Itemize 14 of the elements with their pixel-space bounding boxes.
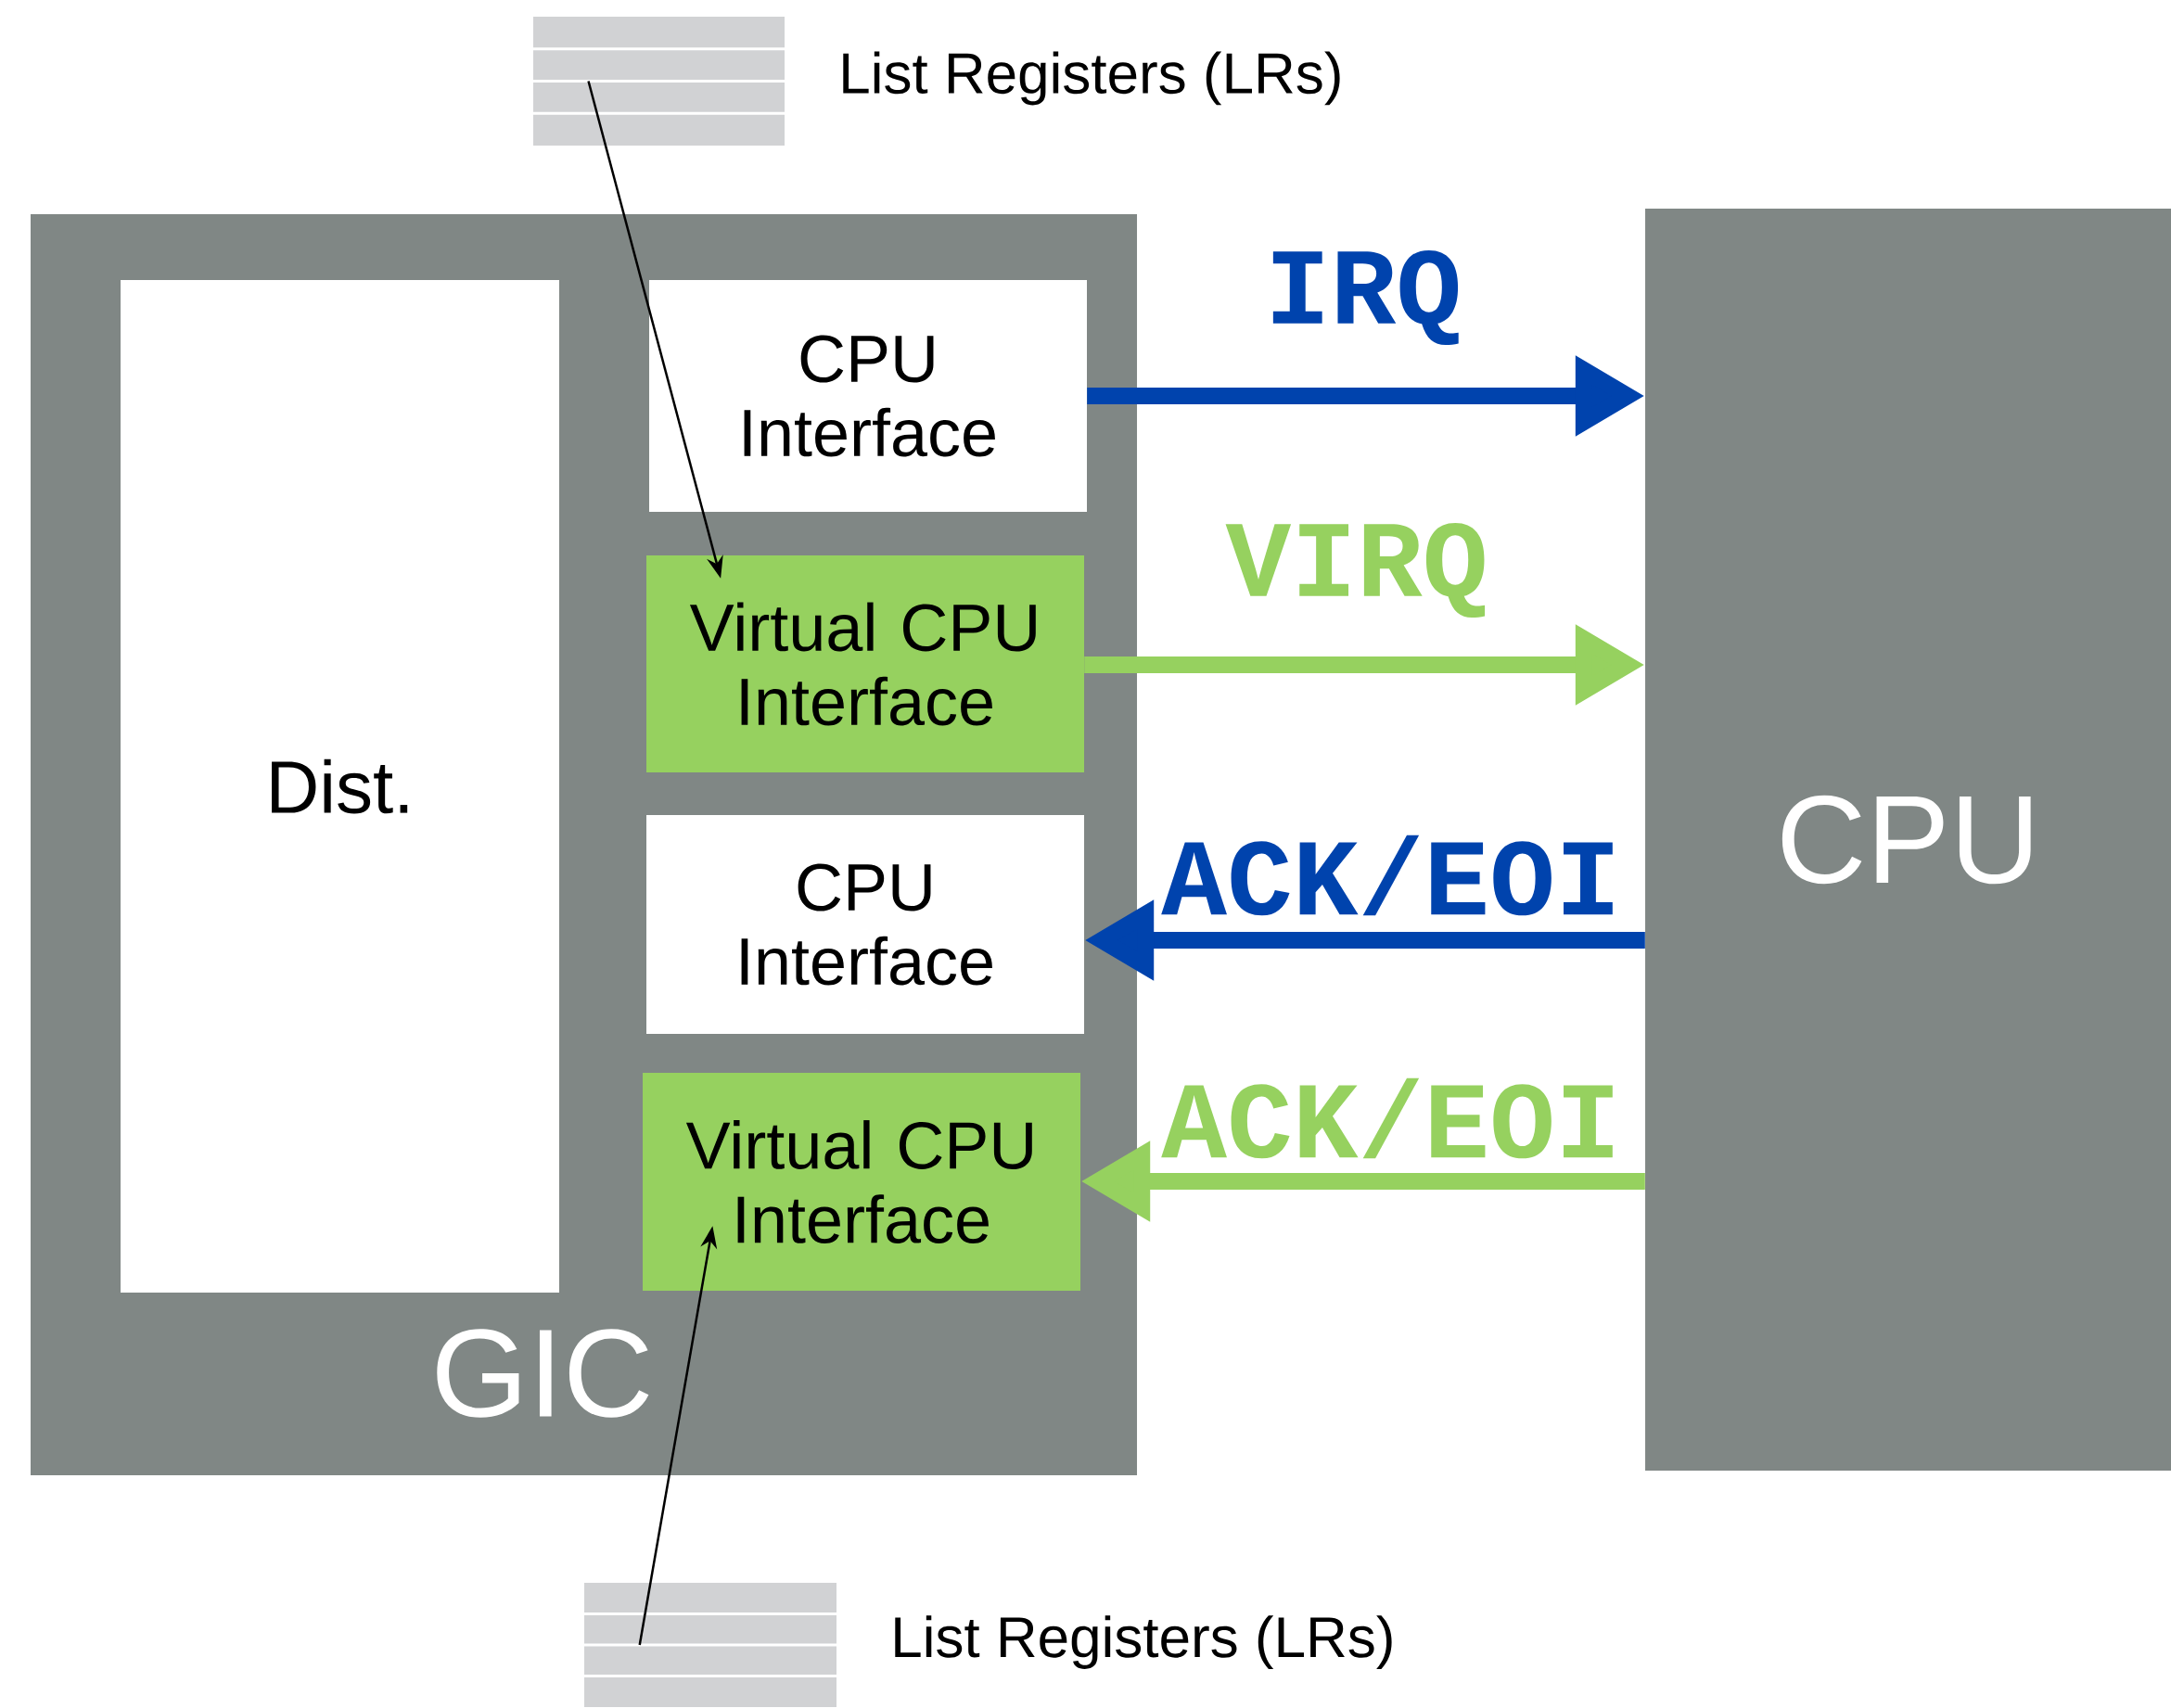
register-stack [584,1583,836,1707]
edge-label: IRQ [1261,247,1465,349]
interface-box: Virtual CPU Interface [643,1073,1080,1291]
register-stack [533,17,785,146]
edge-label: VIRQ [1222,519,1491,621]
register-label: List Registers (LRs) [895,1615,1392,1669]
interface-box: Virtual CPU Interface [646,555,1084,772]
cpu-block: CPU [1645,209,2171,1471]
interface-box: CPU Interface [649,280,1087,512]
register-label: List Registers (LRs) [843,51,1340,106]
edge-label: ACK/EOI [1158,1075,1624,1162]
interface-box: CPU Interface [646,815,1084,1034]
edge-label: ACK/EOI [1158,832,1624,919]
distributor-box: Dist. [121,280,559,1293]
